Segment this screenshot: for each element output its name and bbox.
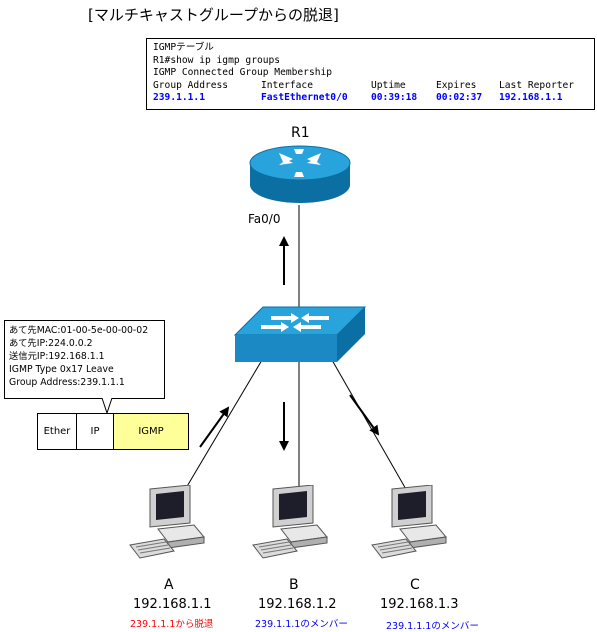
header-group-address: Group Address — [153, 79, 229, 91]
packet-igmp-type: IGMP Type 0x17 Leave — [9, 364, 114, 375]
host-b-computer-icon — [252, 485, 328, 559]
diagram-title: [マルチキャストグループからの脱退] — [88, 6, 339, 24]
header-last-reporter: Last Reporter — [499, 79, 575, 91]
terminal-line-2: R1#show ip igmp groups — [153, 54, 281, 66]
frame-ip: IP — [76, 413, 114, 450]
packet-dst-mac: あて先MAC:01-00-5e-00-00-02 — [9, 325, 149, 336]
header-uptime: Uptime — [371, 79, 406, 91]
packet-dst-ip: あて先IP:224.0.0.2 — [9, 338, 93, 349]
callout-pointer — [101, 398, 113, 414]
host-b-ip: 192.168.1.2 — [258, 597, 337, 612]
arrow-host-a-to-switch — [199, 406, 230, 448]
packet-group-address: Group Address:239.1.1.1 — [9, 377, 125, 388]
router-icon — [249, 145, 351, 203]
host-a-status: 239.1.1.1から脱退 — [130, 619, 214, 630]
link-switch-host-c — [331, 359, 416, 506]
value-last-reporter: 192.168.1.1 — [499, 92, 563, 103]
host-c-status: 239.1.1.1のメンバー — [386, 621, 479, 632]
igmp-table-terminal: IGMPテーブル R1#show ip igmp groups IGMP Con… — [146, 38, 595, 110]
terminal-line-3: IGMP Connected Group Membership — [153, 67, 333, 78]
frame-igmp: IGMP — [113, 413, 189, 450]
switch-icon — [233, 306, 367, 362]
host-b-name: B — [289, 577, 299, 593]
host-c-ip: 192.168.1.3 — [380, 597, 459, 612]
value-interface: FastEthernet0/0 — [261, 92, 348, 103]
host-b-status: 239.1.1.1のメンバー — [255, 619, 348, 630]
host-a-computer-icon — [129, 485, 205, 559]
router-name: R1 — [291, 125, 310, 141]
host-c-name: C — [410, 577, 420, 593]
value-uptime: 00:39:18 — [371, 92, 418, 103]
host-a-ip: 192.168.1.1 — [133, 597, 212, 612]
host-c-computer-icon — [371, 485, 447, 559]
packet-src-ip: 送信元IP:192.168.1.1 — [9, 351, 105, 362]
header-interface: Interface — [261, 79, 313, 91]
value-expires: 00:02:37 — [436, 92, 483, 103]
header-expires: Expires — [436, 79, 477, 91]
router-interface-label: Fa0/0 — [248, 212, 281, 226]
terminal-line-1: IGMPテーブル — [153, 42, 214, 53]
host-a-name: A — [164, 577, 174, 593]
arrow-switch-to-host-c — [349, 394, 380, 436]
value-group-address: 239.1.1.1 — [153, 92, 205, 103]
frame-ether: Ether — [37, 413, 77, 450]
leave-packet-details: あて先MAC:01-00-5e-00-00-02 あて先IP:224.0.0.2… — [4, 320, 165, 399]
